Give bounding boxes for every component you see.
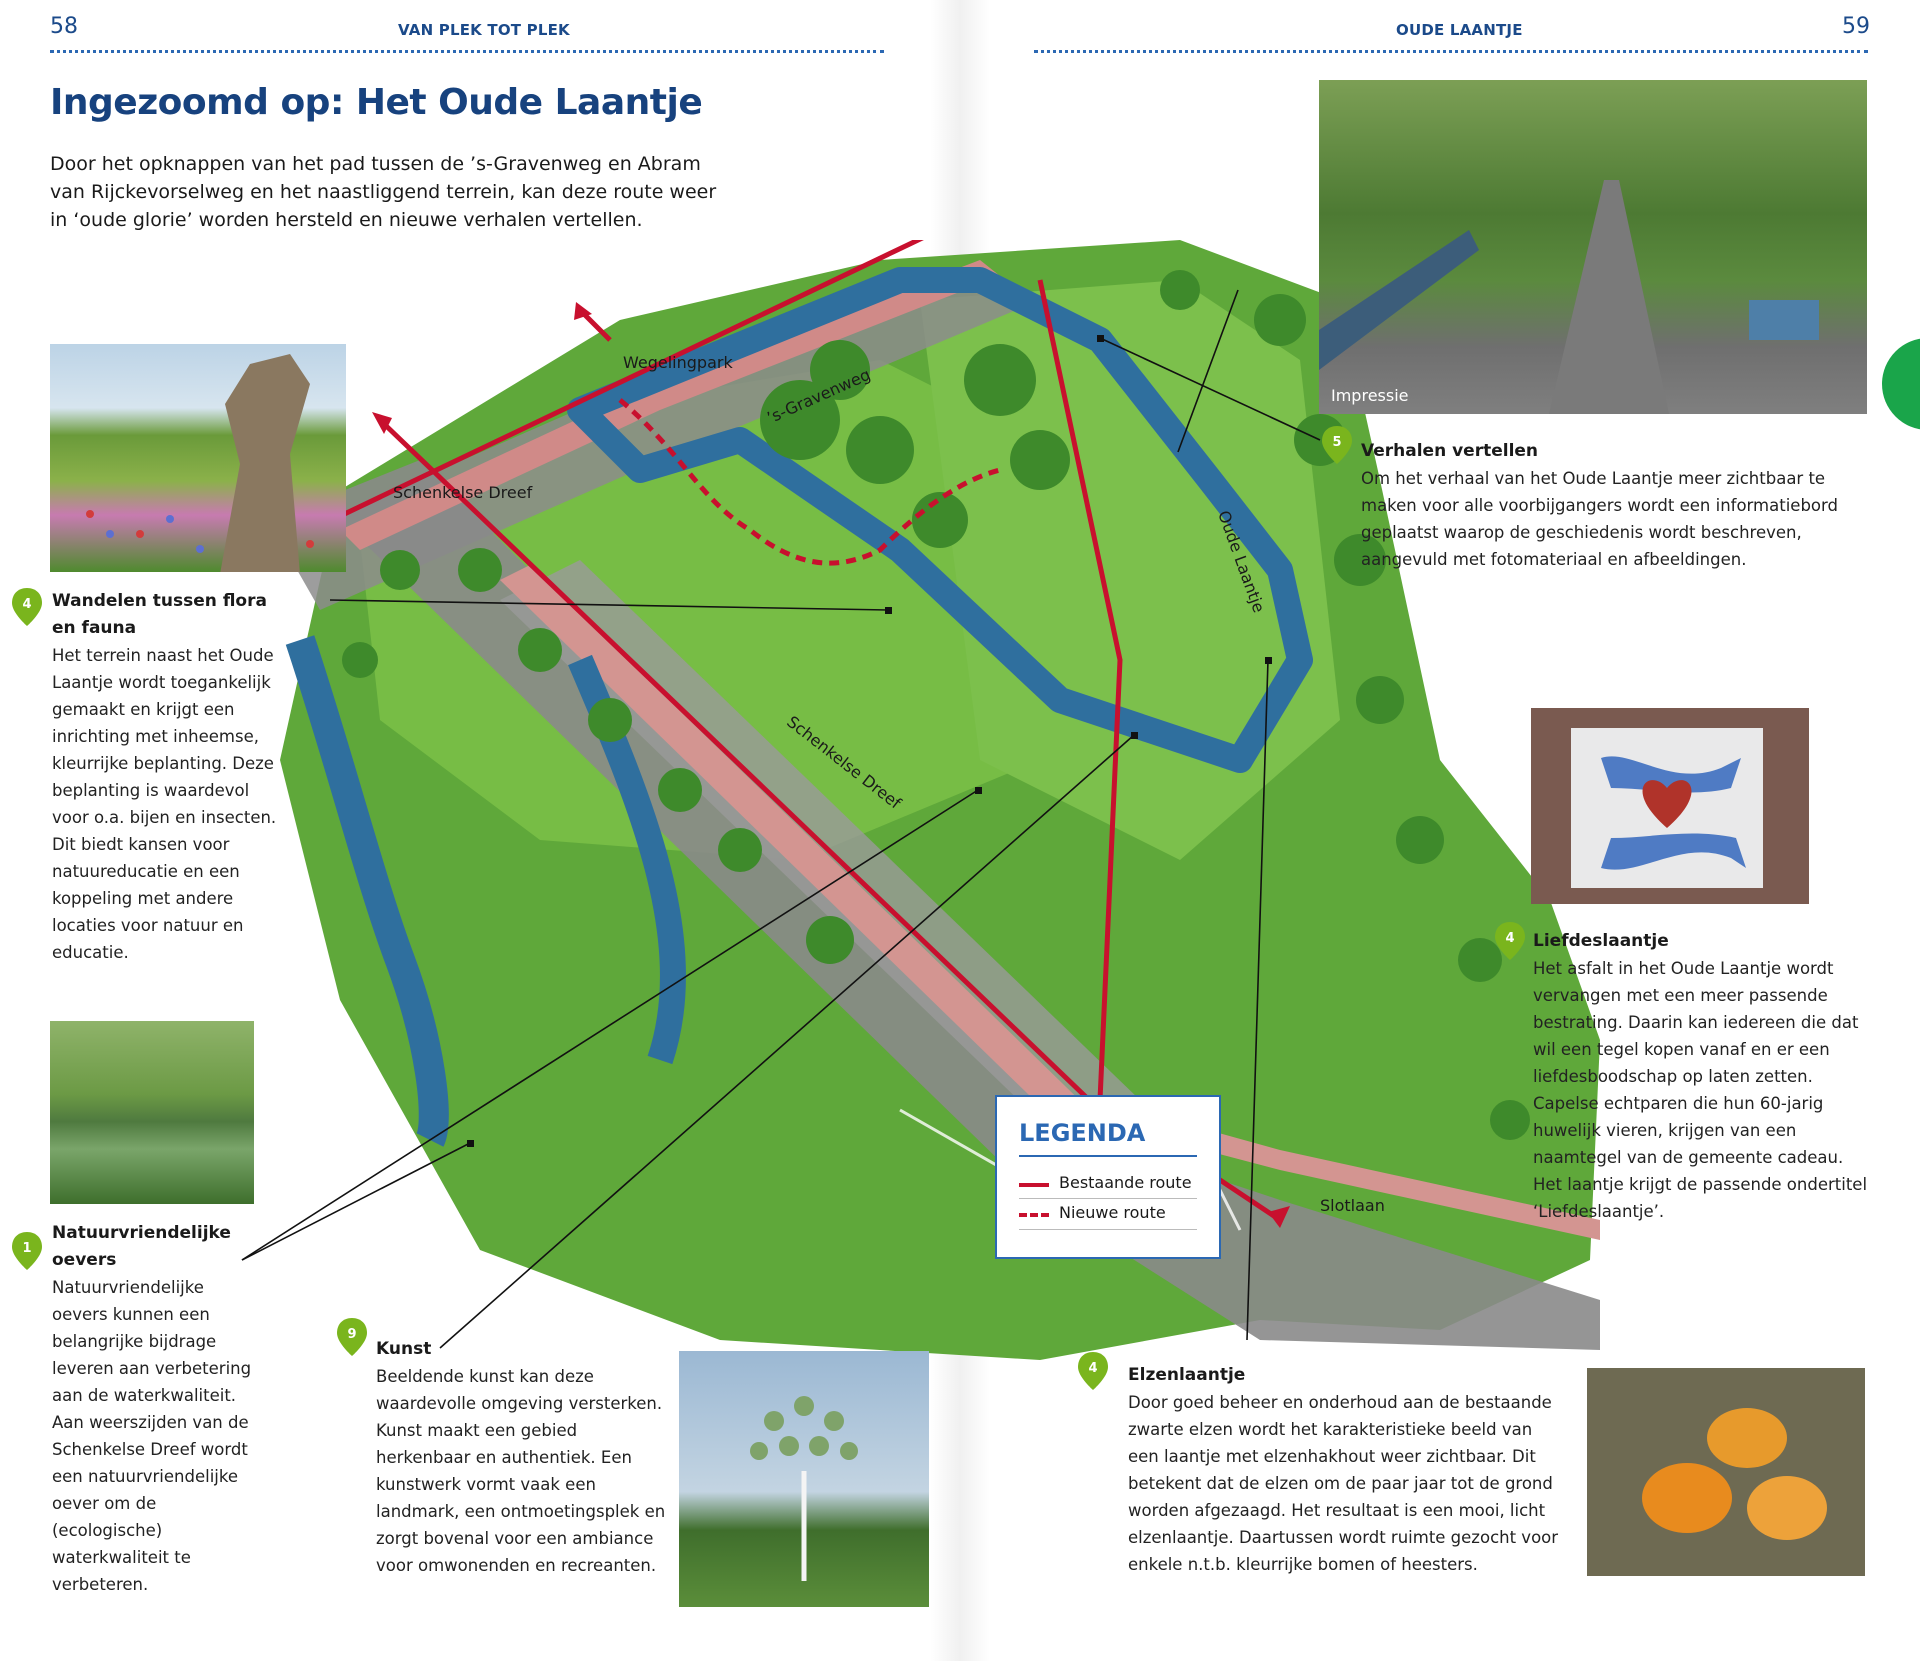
block-heading: Kunst bbox=[376, 1339, 432, 1359]
block-body: Het terrein naast het Oude Laantje wordt… bbox=[52, 646, 277, 962]
map-label-schenkelse-dreef: Schenkelse Dreef bbox=[393, 483, 533, 502]
map-label-wegelingpark: Wegelingpark bbox=[623, 353, 733, 372]
pin-number: 4 bbox=[1088, 1361, 1097, 1376]
pin-number: 1 bbox=[22, 1241, 31, 1256]
map-pin-icon: 4 bbox=[12, 588, 42, 626]
fish-heart-tile-image bbox=[1601, 756, 1746, 870]
photo-impressie-path: Impressie bbox=[1319, 80, 1867, 414]
photo-caption-impressie: Impressie bbox=[1331, 386, 1409, 405]
legend-title: LEGENDA bbox=[1019, 1119, 1146, 1147]
legend-item-new: Nieuwe route bbox=[1059, 1203, 1166, 1222]
path-perspective bbox=[1319, 180, 1819, 414]
block-natuurvriendelijke-oevers: Natuurvriendelijke oevers Natuurvriendel… bbox=[52, 1220, 252, 1598]
intro-paragraph: Door het opknappen van het pad tussen de… bbox=[50, 153, 717, 231]
photo-wildflower-meadow bbox=[50, 344, 346, 572]
right-running-head: OUDE LAANTJE bbox=[1396, 21, 1523, 39]
map-label-slotlaan: Slotlaan bbox=[1320, 1196, 1385, 1215]
block-heading: Elzenlaantje bbox=[1128, 1365, 1246, 1385]
photo-natural-bank bbox=[50, 1021, 254, 1204]
block-heading: Natuurvriendelijke oevers bbox=[52, 1223, 231, 1270]
map-pin-icon: 4 bbox=[1495, 922, 1525, 960]
left-page-number: 58 bbox=[50, 14, 78, 39]
block-heading: Verhalen vertellen bbox=[1361, 441, 1539, 461]
photo-art-tree-sculpture bbox=[679, 1351, 929, 1607]
pin-number: 9 bbox=[347, 1327, 356, 1342]
block-verhalen-vertellen: Verhalen vertellen Om het verhaal van he… bbox=[1361, 438, 1861, 573]
right-page-number: 59 bbox=[1842, 14, 1870, 39]
map-pin-icon: 9 bbox=[337, 1318, 367, 1356]
map-pin-icon: 5 bbox=[1322, 426, 1352, 464]
block-body: Het asfalt in het Oude Laantje wordt ver… bbox=[1533, 959, 1868, 1221]
legend-bottom-rule bbox=[1019, 1229, 1197, 1230]
block-elzenlaantje: Elzenlaantje Door goed beheer en onderho… bbox=[1128, 1362, 1568, 1578]
block-wandelen: Wandelen tussen flora en fauna Het terre… bbox=[52, 588, 282, 966]
pin-number: 4 bbox=[1505, 931, 1514, 946]
legend-item-existing: Bestaande route bbox=[1059, 1173, 1192, 1192]
site-map-illustration bbox=[280, 240, 1600, 1360]
tile-surface bbox=[1571, 728, 1763, 888]
block-heading: Liefdeslaantje bbox=[1533, 931, 1669, 951]
right-header-rule bbox=[1034, 50, 1868, 53]
legend-divider bbox=[1019, 1198, 1197, 1199]
legend-dashed-swatch bbox=[1019, 1213, 1049, 1217]
sculpture-image bbox=[750, 1396, 858, 1581]
left-header-rule bbox=[50, 50, 884, 53]
block-heading: Wandelen tussen flora en fauna bbox=[52, 591, 267, 638]
tree-trunk-image bbox=[86, 354, 314, 572]
block-body: Door goed beheer en onderhoud aan de bes… bbox=[1128, 1393, 1559, 1574]
map-pin-icon: 4 bbox=[1078, 1352, 1108, 1390]
map-pin-icon: 1 bbox=[12, 1232, 42, 1270]
legend-title-rule bbox=[1019, 1155, 1197, 1157]
pin-number: 4 bbox=[22, 597, 31, 612]
stumps-image bbox=[1642, 1408, 1827, 1540]
pin-number: 5 bbox=[1332, 435, 1341, 450]
map-legend: LEGENDA Bestaande route Nieuwe route bbox=[995, 1095, 1221, 1259]
block-body: Om het verhaal van het Oude Laantje meer… bbox=[1361, 469, 1838, 569]
block-body: Beeldende kunst kan deze waardevolle omg… bbox=[376, 1367, 666, 1575]
left-running-head: VAN PLEK TOT PLEK bbox=[398, 21, 570, 39]
photo-cut-alder-stumps bbox=[1587, 1368, 1865, 1576]
block-kunst: Kunst Beeldende kunst kan deze waardevol… bbox=[376, 1336, 676, 1579]
block-body: Natuurvriendelijke oevers kunnen een bel… bbox=[52, 1278, 252, 1594]
page-title: Ingezoomd op: Het Oude Laantje bbox=[50, 82, 703, 123]
photo-love-tile bbox=[1531, 708, 1809, 904]
block-liefdeslaantje: Liefdeslaantje Het asfalt in het Oude La… bbox=[1533, 928, 1868, 1225]
legend-solid-swatch bbox=[1019, 1183, 1049, 1187]
